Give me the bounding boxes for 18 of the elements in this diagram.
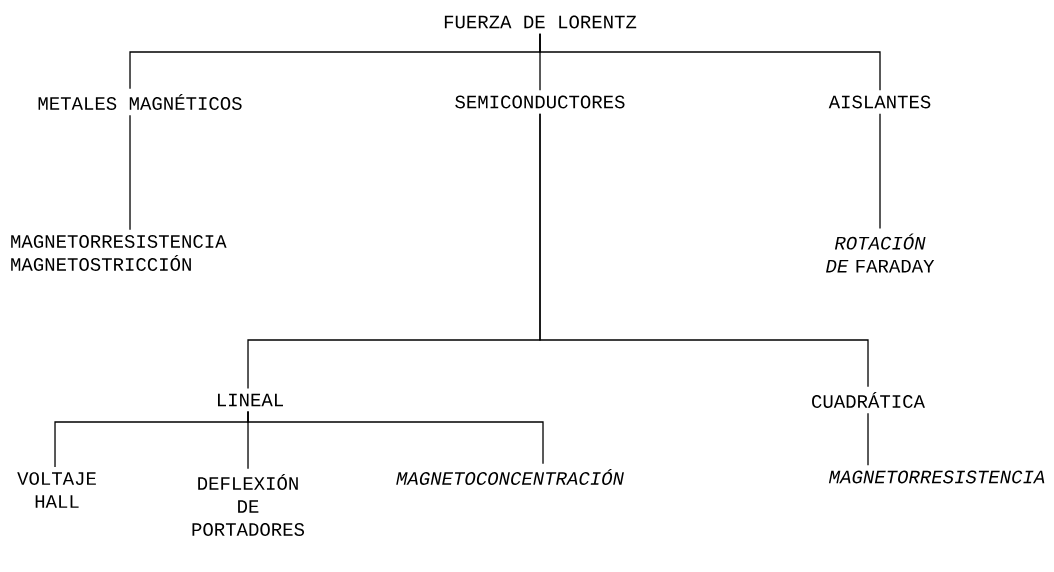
connector-line [129, 114, 131, 231]
term-label: AISLANTES [828, 95, 931, 109]
term-label: METALES MAGNÉTICOS [38, 94, 242, 110]
connector-line [539, 113, 869, 388]
term-label: MAGNETOCONCENTRACIÓN [396, 469, 624, 485]
term-label: LINEAL [218, 393, 283, 407]
term-label: VOLTAJE HALL [17, 472, 96, 508]
connector-line [879, 113, 881, 230]
term-label: ROTACIÓN DE FARADAY [826, 233, 935, 273]
term-label: MAGNETORRESISTENCIA [828, 470, 1045, 484]
term-label: MAGNETORRESISTENCIA MAGNETOSTRICCIÓN [11, 235, 227, 271]
term-label: SEMICONDUCTORES [455, 95, 625, 109]
term-label: DEFLEXIÓN DE PORTADORES [192, 474, 305, 536]
connector-line [539, 33, 881, 91]
connector-line [247, 410, 544, 465]
term-label: CUADRÁTICA [812, 392, 925, 408]
connector-line [867, 412, 869, 466]
term-label: FUERZA DE LORENTZ [444, 15, 637, 29]
